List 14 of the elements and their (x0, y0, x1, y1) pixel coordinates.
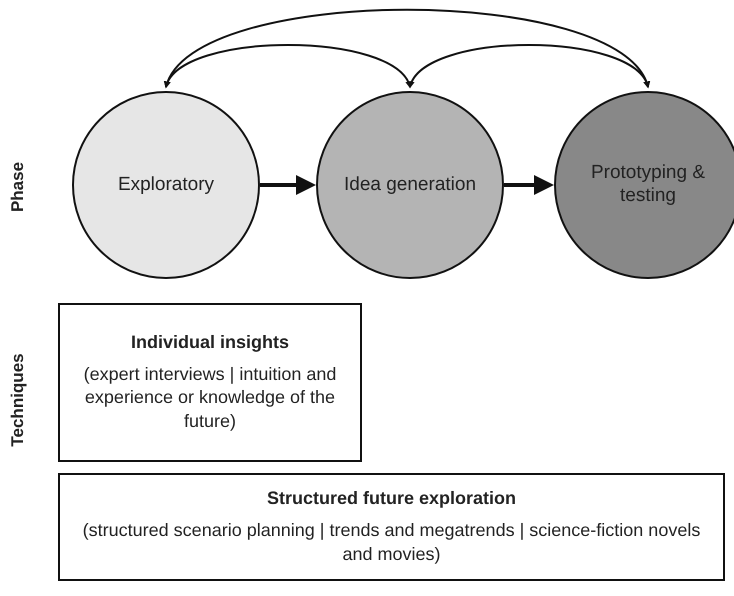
technique-box (58, 473, 725, 581)
arrow (260, 175, 316, 195)
row-label: Techniques (8, 353, 28, 447)
technique-description: (expert interviews | intuition and experience or knowledge of the future) (82, 362, 338, 433)
arrow (504, 175, 554, 195)
row-label: Phase (8, 162, 28, 212)
phase-label: Prototyping & testing (590, 162, 706, 208)
technique-title: Individual insights (130, 332, 289, 353)
technique-title: Structured future exploration (266, 488, 516, 510)
phase-label: Exploratory (116, 174, 216, 196)
technique-box (58, 303, 362, 462)
phase-label: Idea generation (342, 174, 478, 196)
arrow (165, 8, 649, 88)
technique-description: (structured scenario planning | trends and megatrends | science-fiction novels and movies) (82, 519, 702, 566)
